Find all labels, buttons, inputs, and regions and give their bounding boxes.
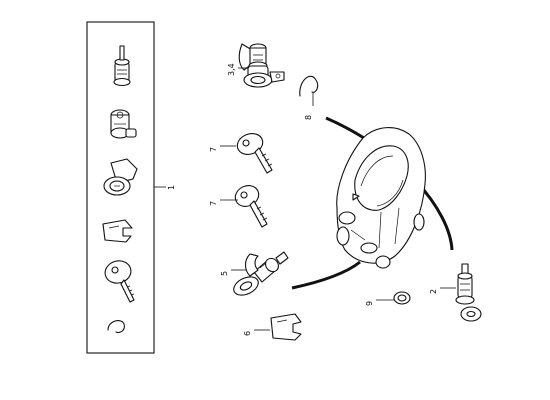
callout-6: 6	[243, 331, 252, 336]
callout-5: 5	[220, 271, 229, 276]
callout-9: 9	[365, 301, 374, 306]
callout-7-lower: 7	[209, 201, 218, 206]
key-lower	[234, 185, 268, 228]
kit-box-frame	[86, 21, 155, 354]
kit-face-cylinder	[103, 158, 138, 196]
seal-ring	[393, 291, 411, 305]
door-lock-cylinder: 3,4	[227, 43, 285, 88]
cylinder-retaining-clip	[270, 313, 302, 341]
callout-7-upper: 7	[209, 147, 218, 152]
kit-small-cylinder	[113, 45, 131, 87]
vehicle-illustration	[291, 116, 454, 290]
callout-3-4: 3,4	[227, 63, 236, 76]
kit-wire-clip	[107, 320, 125, 334]
kit-retaining-clip	[102, 219, 133, 243]
callout-1: 1	[167, 185, 176, 190]
lock-kit-box: 1	[86, 21, 176, 354]
key-upper	[236, 133, 273, 174]
fuel-flap-lock-cylinder	[455, 263, 482, 322]
callout-8: 8	[304, 115, 313, 120]
kit-door-cylinder	[110, 109, 137, 139]
callout-2: 2	[429, 289, 438, 294]
vehicle-arc-lower	[291, 260, 361, 290]
kit-key	[104, 260, 135, 303]
ignition-lock-cylinder	[233, 251, 289, 296]
spring-clip: 8	[299, 75, 319, 120]
